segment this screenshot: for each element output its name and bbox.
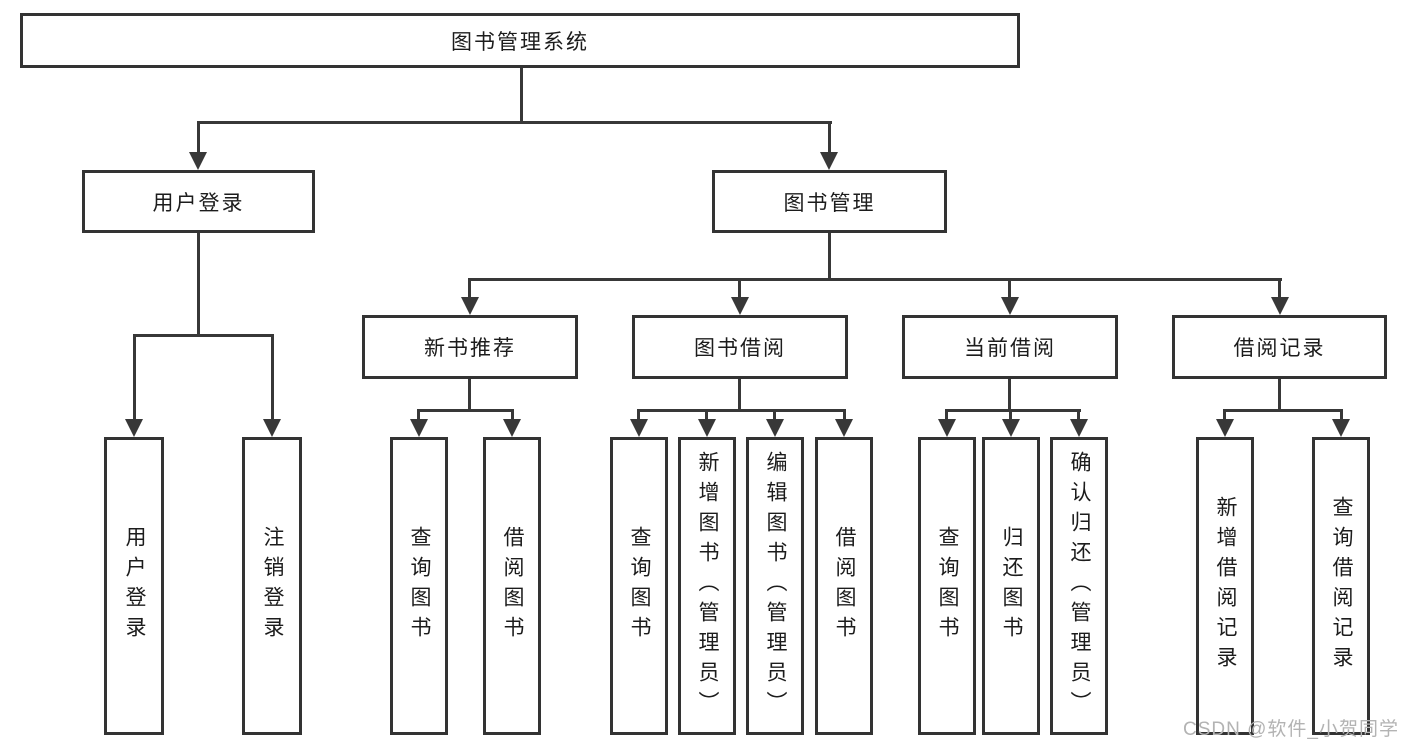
connector <box>133 334 274 337</box>
node-label: 用户登录 <box>152 191 245 215</box>
leaf-user-login: 用户登录 <box>104 437 164 735</box>
connector <box>520 68 523 124</box>
connector <box>417 409 514 412</box>
connector <box>468 278 471 300</box>
arrowhead-down-icon <box>766 419 784 437</box>
node-book-management: 图书管理 <box>712 170 947 233</box>
node-label: 图书管理系统 <box>451 30 589 54</box>
connector <box>738 379 741 411</box>
connector <box>1278 379 1281 411</box>
node-new-book-recommend: 新书推荐 <box>362 315 578 379</box>
leaf-current-confirm-return-admin: 确认归还（管理员） <box>1050 437 1108 735</box>
connector <box>1008 379 1011 411</box>
node-label: 查询图书 <box>628 526 651 646</box>
node-label: 借阅记录 <box>1233 337 1326 360</box>
node-borrow-records: 借阅记录 <box>1172 315 1387 379</box>
connector <box>417 409 420 422</box>
arrowhead-down-icon <box>1216 419 1234 437</box>
leaf-records-add-borrow-record: 新增借阅记录 <box>1196 437 1254 735</box>
node-label: 查询图书 <box>936 526 959 646</box>
node-current-borrowing: 当前借阅 <box>902 315 1118 379</box>
arrowhead-down-icon <box>835 419 853 437</box>
connector <box>468 278 1282 281</box>
arrowhead-down-icon <box>263 419 281 437</box>
node-label: 新增图书（管理员） <box>696 451 719 721</box>
connector <box>271 334 274 422</box>
node-label: 借阅图书 <box>833 526 856 646</box>
node-book-borrowing: 图书借阅 <box>632 315 848 379</box>
node-label: 新增借阅记录 <box>1214 496 1237 676</box>
arrowhead-down-icon <box>1271 297 1289 315</box>
leaf-current-return-books: 归还图书 <box>982 437 1040 735</box>
connector <box>637 409 640 422</box>
connector <box>1223 409 1343 412</box>
connector <box>945 409 948 422</box>
node-library-management-system: 图书管理系统 <box>20 13 1020 68</box>
leaf-current-query-books: 查询图书 <box>918 437 976 735</box>
node-label: 查询借阅记录 <box>1330 496 1353 676</box>
arrowhead-down-icon <box>1070 419 1088 437</box>
arrowhead-down-icon <box>1332 419 1350 437</box>
connector <box>738 278 741 300</box>
arrowhead-down-icon <box>630 419 648 437</box>
connector <box>828 233 831 281</box>
leaf-borrowing-borrow-books: 借阅图书 <box>815 437 873 735</box>
leaf-borrowing-edit-books-admin: 编辑图书（管理员） <box>746 437 804 735</box>
arrowhead-down-icon <box>410 419 428 437</box>
node-label: 当前借阅 <box>964 337 1056 360</box>
csdn-watermark: CSDN @软件_小贺同学 <box>1183 719 1399 740</box>
arrowhead-down-icon <box>938 419 956 437</box>
node-label: 用户登录 <box>123 526 146 646</box>
connector <box>1008 278 1011 300</box>
arrowhead-down-icon <box>125 419 143 437</box>
arrowhead-down-icon <box>503 419 521 437</box>
connector <box>828 121 831 155</box>
leaf-borrowing-query-books: 查询图书 <box>610 437 668 735</box>
arrowhead-down-icon <box>461 297 479 315</box>
connector <box>1223 409 1226 422</box>
arrowhead-down-icon <box>731 297 749 315</box>
node-label: 新书推荐 <box>424 337 516 360</box>
connector <box>197 121 200 155</box>
connector <box>1077 409 1080 422</box>
connector <box>1340 409 1343 422</box>
connector <box>468 379 471 411</box>
connector <box>945 409 1081 412</box>
connector <box>511 409 514 422</box>
connector <box>843 409 846 422</box>
node-label: 注销登录 <box>261 526 284 646</box>
node-label: 确认归还（管理员） <box>1068 451 1091 721</box>
node-label: 借阅图书 <box>501 526 524 646</box>
leaf-recommend-query-books: 查询图书 <box>390 437 448 735</box>
connector <box>1009 409 1012 422</box>
arrowhead-down-icon <box>698 419 716 437</box>
arrowhead-down-icon <box>1001 297 1019 315</box>
leaf-recommend-borrow-books: 借阅图书 <box>483 437 541 735</box>
node-label: 图书管理 <box>783 191 876 215</box>
connector <box>705 409 708 422</box>
node-label: 查询图书 <box>408 526 431 646</box>
connector <box>773 409 776 422</box>
connector <box>637 409 846 412</box>
arrowhead-down-icon <box>1002 419 1020 437</box>
connector <box>1278 278 1281 300</box>
leaf-logout: 注销登录 <box>242 437 302 735</box>
node-user-login: 用户登录 <box>82 170 315 233</box>
node-label: 编辑图书（管理员） <box>764 451 787 721</box>
connector <box>197 121 832 124</box>
node-label: 图书借阅 <box>694 337 786 360</box>
arrowhead-down-icon <box>189 152 207 170</box>
leaf-borrowing-add-books-admin: 新增图书（管理员） <box>678 437 736 735</box>
leaf-records-query-borrow-record: 查询借阅记录 <box>1312 437 1370 735</box>
connector <box>133 334 136 422</box>
arrowhead-down-icon <box>820 152 838 170</box>
node-label: 归还图书 <box>1000 526 1023 646</box>
connector <box>197 233 200 336</box>
